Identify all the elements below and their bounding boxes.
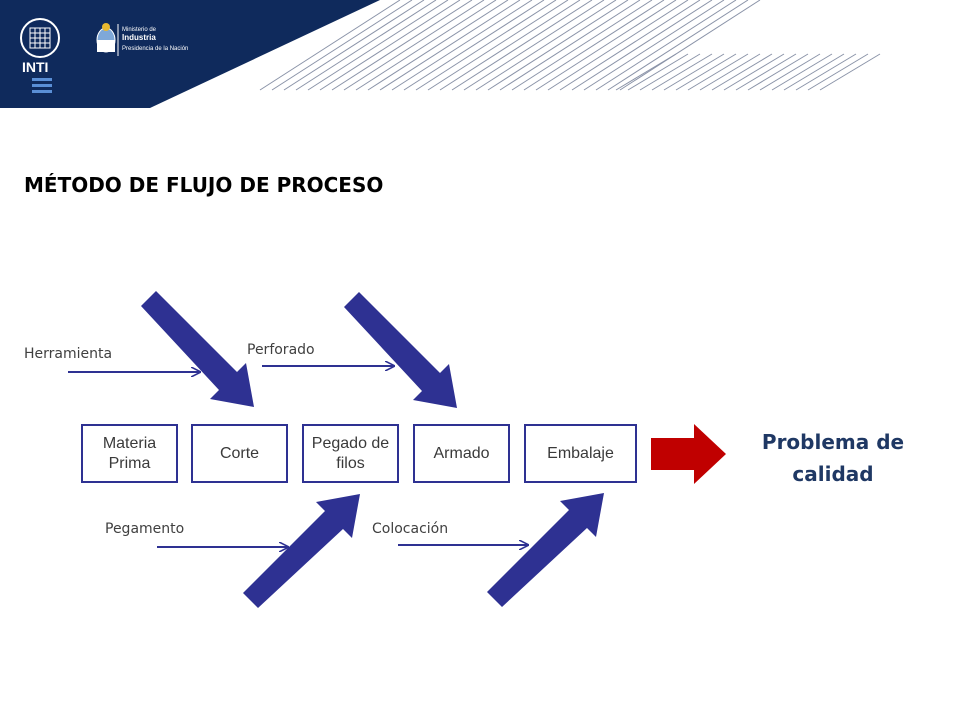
ministry-line1: Ministerio de xyxy=(122,27,157,33)
inti-logo-icon xyxy=(20,18,60,93)
process-step-materia-prima: Materia Prima xyxy=(81,424,178,483)
process-step-pegado-de-filos: Pegado de filos xyxy=(302,424,399,483)
process-step-label: Corte xyxy=(219,444,260,462)
cause-arrow-armado xyxy=(344,292,457,408)
cause-arrow-corte xyxy=(141,291,254,407)
header-navy-band xyxy=(0,0,380,108)
process-step-label: Armado xyxy=(433,444,490,462)
effect-arrow-red xyxy=(651,424,726,484)
process-step-armado: Armado xyxy=(413,424,510,483)
label-pegamento: Pegamento xyxy=(105,521,185,537)
label-colocacion: Colocación xyxy=(372,521,449,537)
process-step-label: Pegado de filos xyxy=(311,434,390,472)
inti-logo-text: INTI xyxy=(22,59,48,75)
header-hatch-lines xyxy=(259,0,881,91)
cause-arrow-pegado xyxy=(243,494,360,608)
label-perforado: Perforado xyxy=(247,342,315,358)
process-step-embalaje: Embalaje xyxy=(524,424,637,483)
process-step-label: Materia Prima xyxy=(102,434,157,472)
cause-arrow-embalaje xyxy=(487,493,604,607)
ministry-line3: Presidencia de la Nación xyxy=(122,46,188,52)
effect-label: Problema de calidad xyxy=(761,430,905,486)
page-title: MÉTODO DE FLUJO DE PROCESO xyxy=(24,173,384,197)
label-herramienta: Herramienta xyxy=(24,346,113,362)
ministry-line2: Industria xyxy=(122,33,156,42)
process-step-label: Embalaje xyxy=(547,444,614,462)
header-banner: INTI Ministerio de Industria Presidencia… xyxy=(0,0,881,108)
process-step-corte: Corte xyxy=(191,424,288,483)
coat-of-arms-icon xyxy=(96,23,116,53)
